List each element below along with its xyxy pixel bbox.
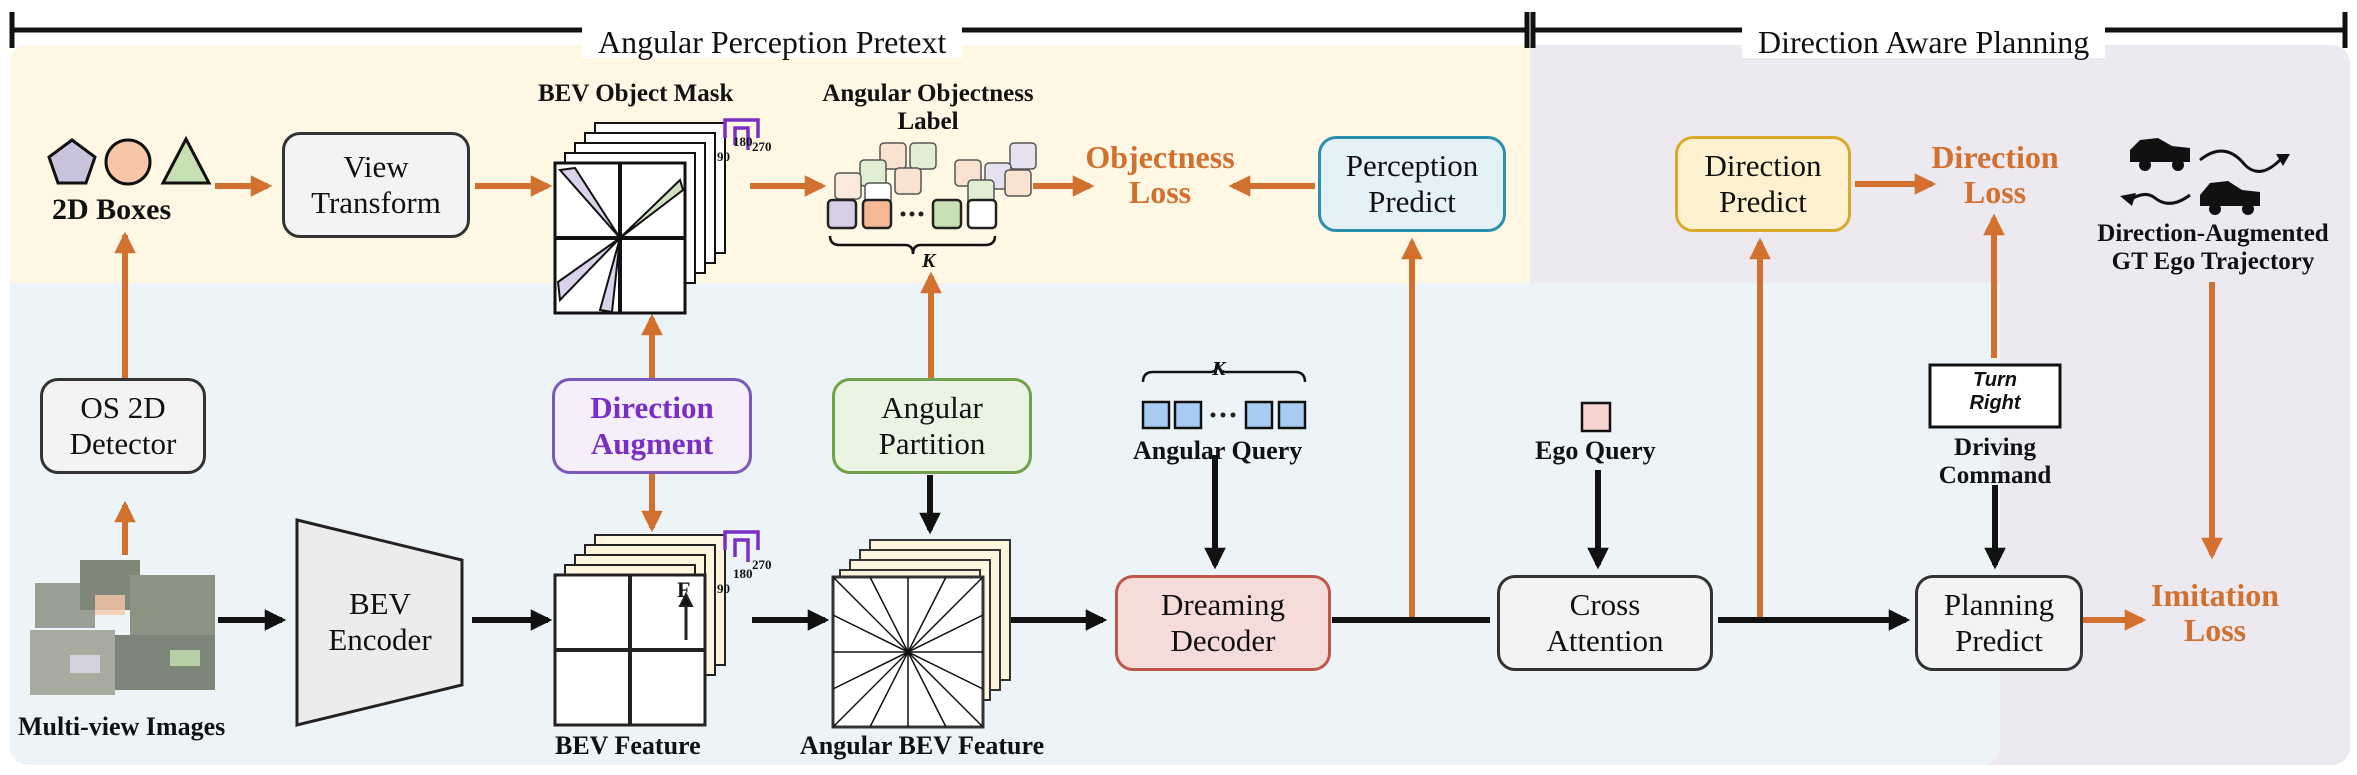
direction-augment-box: Direction Augment [552, 378, 752, 474]
section-title-angular-perception: Angular Perception Pretext [582, 26, 963, 58]
perception-predict-label: Perception Predict [1345, 148, 1479, 219]
dreaming-decoder-box: Dreaming Decoder [1115, 575, 1331, 671]
dreaming-decoder-label: Dreaming Decoder [1161, 587, 1285, 658]
rotation-label-270-mask: 270 [752, 139, 772, 154]
direction-loss-label: Direction Loss [1931, 139, 2059, 211]
gt-trajectory-label: Direction-Augmented GT Ego Trajectory [2097, 220, 2329, 275]
perception-predict-box: Perception Predict [1318, 136, 1506, 232]
rotation-label-270-feature: 270 [752, 557, 772, 572]
view-transform-box: View Transform [282, 132, 470, 238]
feature-orientation-mark: F [677, 577, 691, 602]
bev-encoder-label: BEV Encoder [328, 586, 432, 657]
angular-partition-label: Angular Partition [878, 390, 986, 461]
bev-object-mask-label: BEV Object Mask [538, 80, 734, 107]
os-detector-label: OS 2D Detector [69, 390, 177, 461]
k-label-objectness: K [922, 250, 936, 272]
os-detector-box: OS 2D Detector [40, 378, 206, 474]
bev-feature-stack [553, 534, 726, 727]
rotation-label-90-mask: 90 [717, 149, 730, 164]
direction-predict-label: Direction Predict [1704, 148, 1822, 219]
rotation-label-90-feature: 90 [717, 581, 730, 596]
angular-partition-box: Angular Partition [832, 378, 1032, 474]
direction-predict-box: Direction Predict [1675, 136, 1851, 232]
section-title-direction-planning: Direction Aware Planning [1742, 26, 2106, 58]
2d-box-shapes [47, 135, 212, 186]
rotation-label-180-mask: 180 [733, 134, 753, 149]
planning-predict-label: Planning Predict [1943, 587, 2055, 658]
black-arrows [218, 455, 2006, 631]
bev-object-mask-stack [553, 122, 726, 315]
multi-view-images-collage [30, 560, 215, 695]
bev-feature-label: BEV Feature [555, 731, 701, 760]
orange-arrows [114, 173, 2223, 631]
rotation-label-180-feature: 180 [733, 566, 753, 581]
bev-encoder-trapezoid [295, 518, 464, 727]
gt-trajectory-cars [2120, 138, 2290, 215]
angular-query-squares [1141, 361, 1307, 430]
objectness-loss-label: Objectness Loss [1085, 139, 1235, 211]
imitation-loss-label: Imitation Loss [2151, 577, 2279, 649]
turn-right-label: Turn Right [1969, 369, 2021, 414]
angular-bev-feature-stack [831, 539, 1011, 729]
angular-objectness-label: Angular Objectness Label [822, 80, 1034, 135]
k-label-query: K [1212, 358, 1226, 380]
driving-command-label: Driving Command [1938, 434, 2052, 489]
turn-right-box-frame [1928, 363, 2062, 429]
angular-query-label: Angular Query [1133, 436, 1303, 465]
multi-view-images-label: Multi-view Images [18, 712, 226, 741]
direction-augment-label: Direction Augment [590, 390, 714, 461]
k-brace-objectness [828, 235, 997, 255]
rotation-arcs-mask [723, 118, 760, 150]
rotation-arcs-feature [723, 530, 760, 562]
planning-predict-box: Planning Predict [1915, 575, 2083, 671]
ego-query-label: Ego Query [1535, 436, 1656, 465]
objectness-label-tiles [826, 142, 1037, 230]
view-transform-label: View Transform [311, 149, 441, 220]
2d-boxes-label: 2D Boxes [52, 193, 172, 226]
region-angular-perception [10, 45, 1530, 283]
cross-attention-label: Cross Attention [1546, 587, 1664, 658]
cross-attention-box: Cross Attention [1497, 575, 1713, 671]
angular-bev-feature-label: Angular BEV Feature [800, 731, 1045, 760]
ego-query-square [1580, 401, 1612, 433]
